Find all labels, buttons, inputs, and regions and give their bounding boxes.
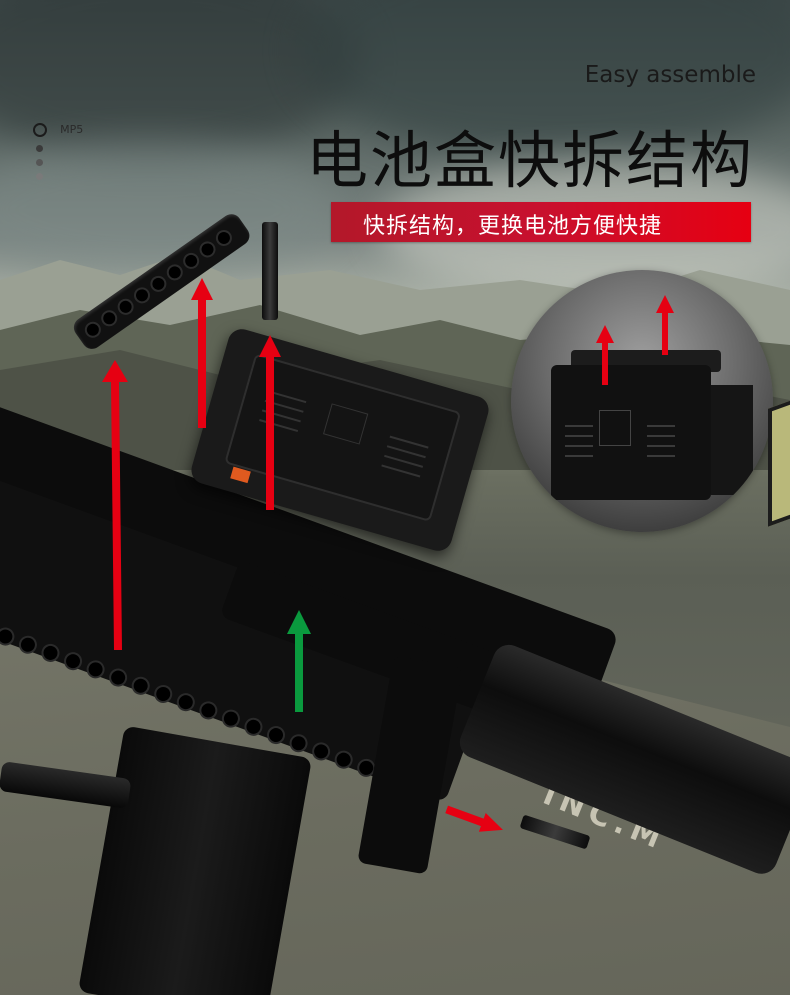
red-arrow-right-icon bbox=[445, 805, 503, 832]
subtitle-english: Easy assemble bbox=[584, 62, 756, 88]
red-arrow-up-icon bbox=[656, 295, 674, 355]
nav-label: MP5 bbox=[60, 123, 84, 136]
page-title: 电池盒快拆结构 bbox=[305, 124, 754, 197]
red-arrow-up-icon bbox=[191, 278, 213, 428]
green-arrow-up-icon bbox=[287, 610, 311, 712]
banner-text: 快拆结构，更换电池方便快捷 bbox=[363, 214, 663, 239]
feature-banner: 快拆结构，更换电池方便快捷 bbox=[331, 202, 751, 242]
red-arrow-up-icon bbox=[596, 325, 614, 385]
nav-dot-icon[interactable] bbox=[36, 159, 43, 166]
battery-side-connector bbox=[711, 385, 753, 495]
active-ring-icon bbox=[33, 122, 47, 137]
battery-box-closeup bbox=[551, 365, 711, 500]
technic-pin-part bbox=[262, 222, 278, 320]
nav-dot-icon[interactable] bbox=[36, 145, 43, 152]
warning-sign bbox=[768, 391, 790, 527]
red-arrow-up-icon bbox=[102, 360, 128, 650]
red-arrow-up-icon bbox=[259, 335, 281, 510]
section-nav: MP5 bbox=[33, 119, 83, 180]
battery-closeup-inset bbox=[511, 270, 773, 532]
nav-item-mp5[interactable]: MP5 bbox=[33, 119, 83, 138]
nav-dot-icon[interactable] bbox=[36, 173, 43, 180]
